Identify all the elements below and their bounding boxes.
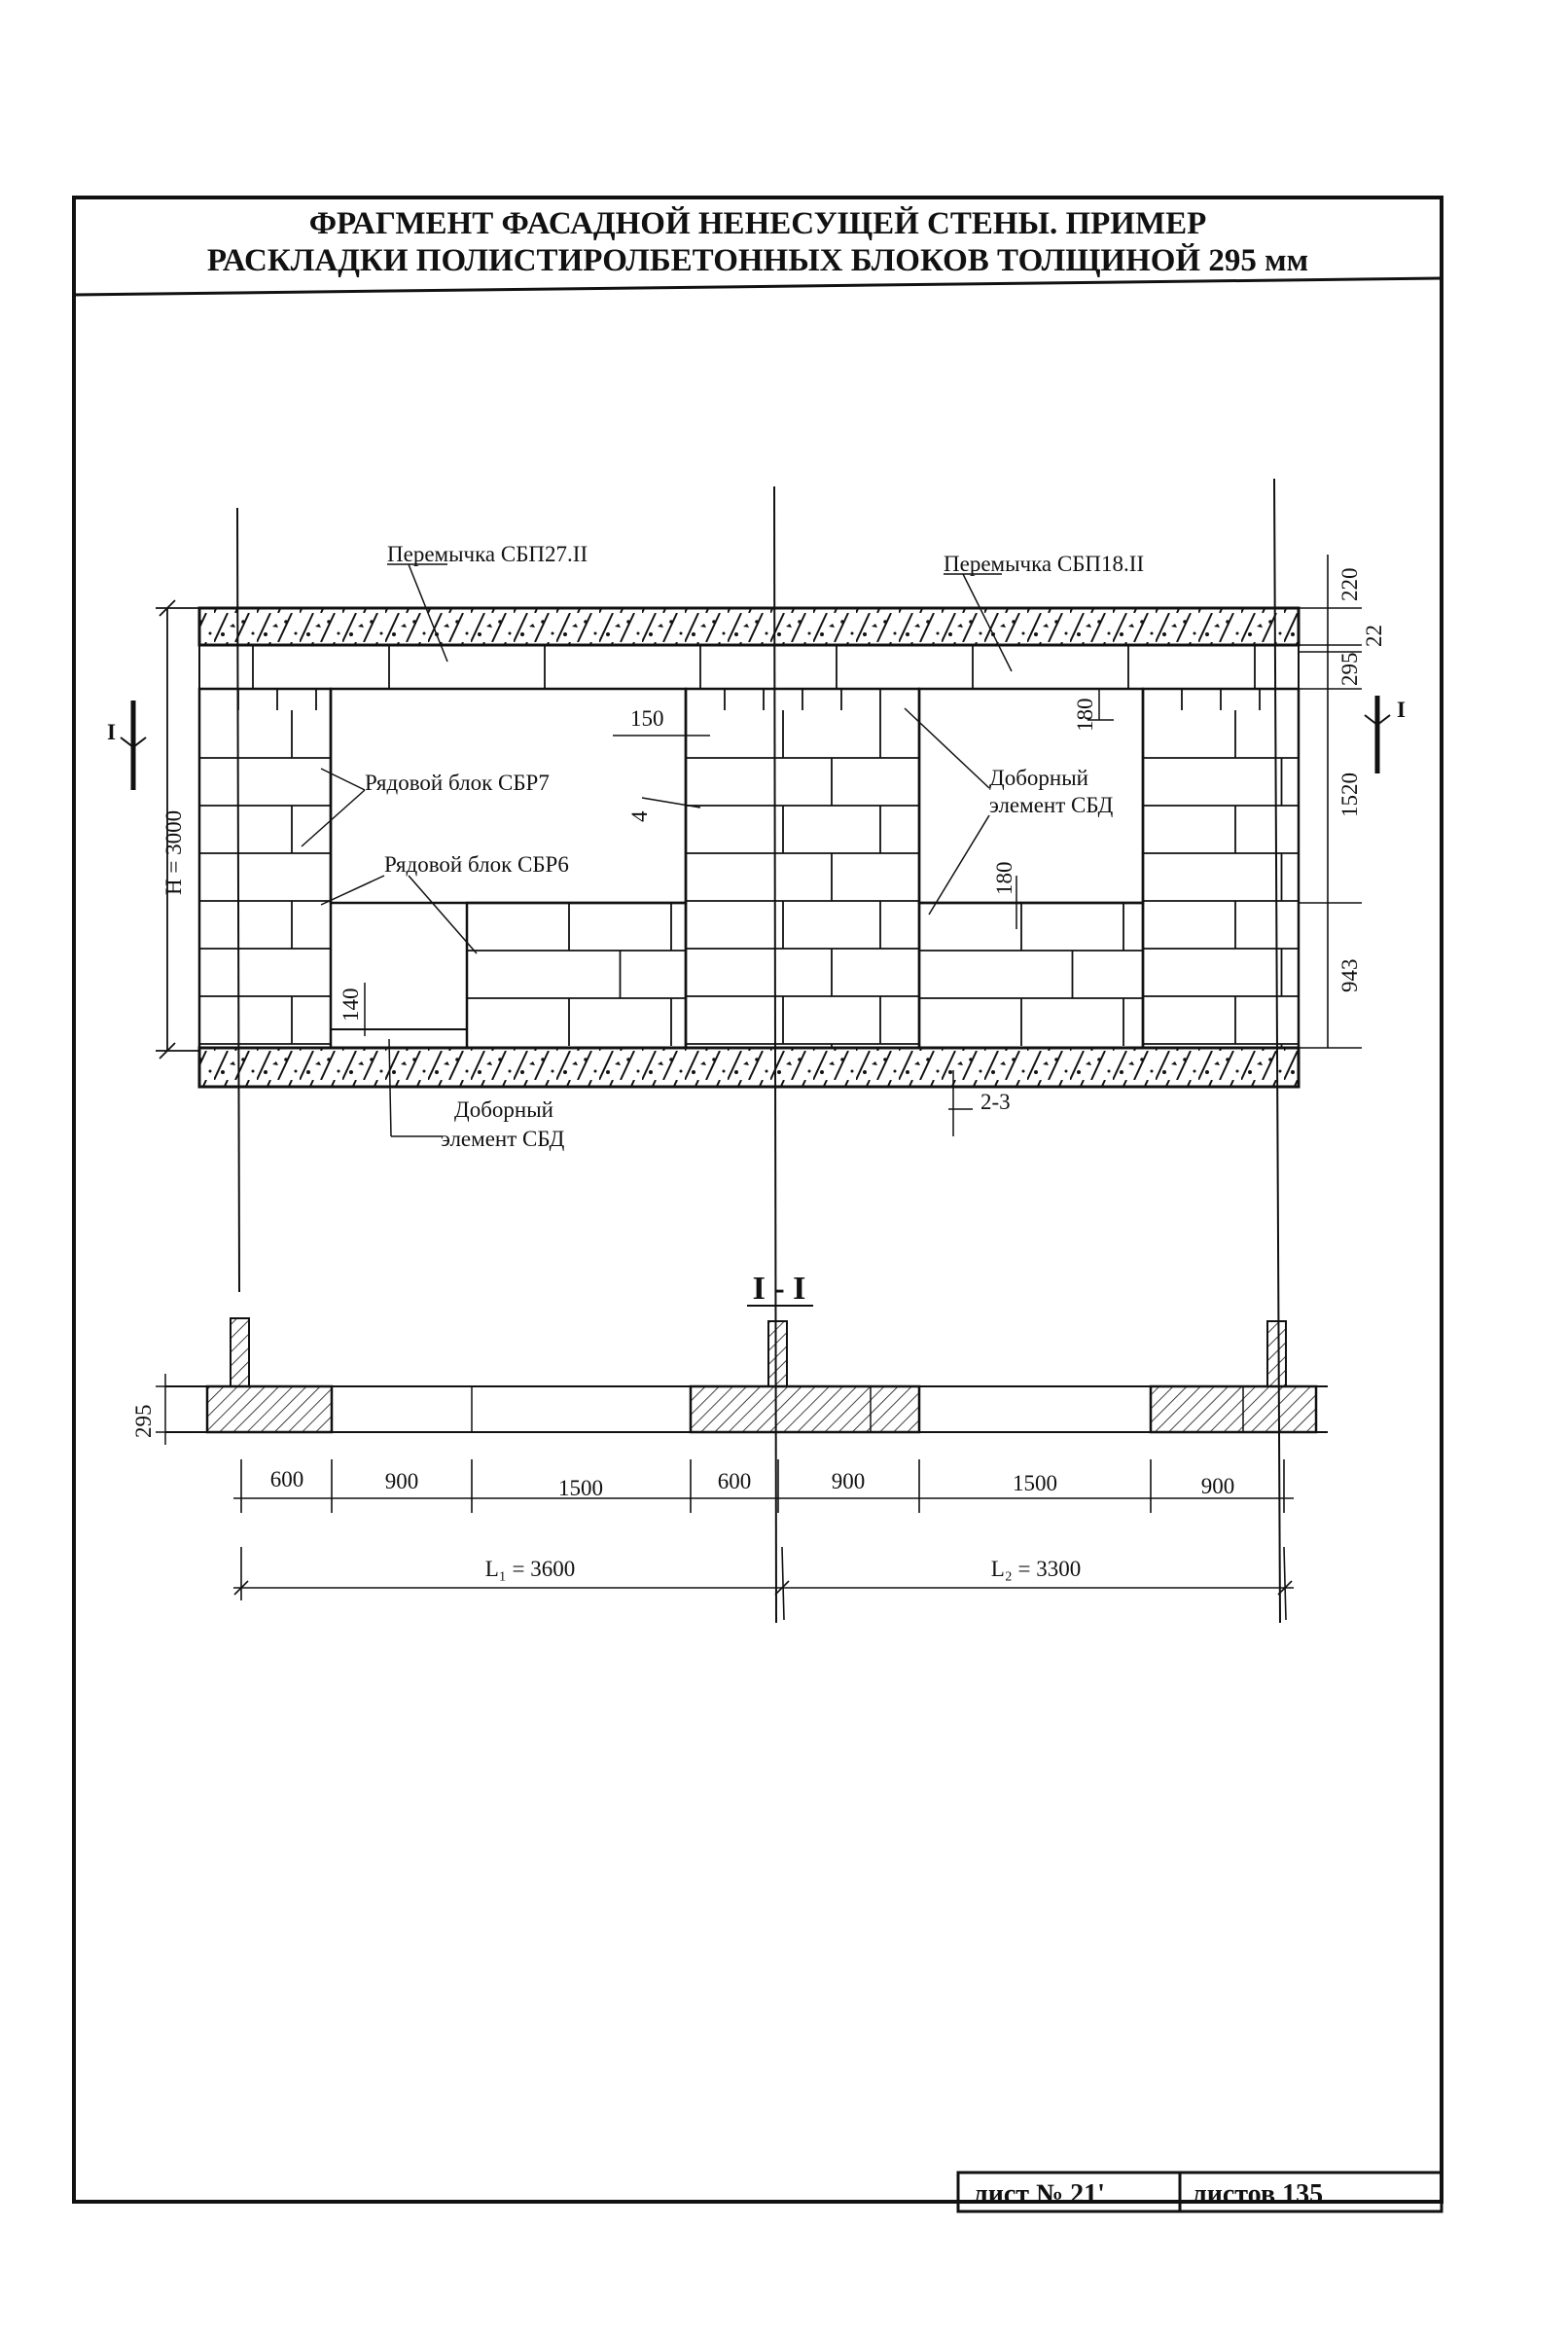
label-extra-top-2: элемент СБД [989,793,1114,817]
label-row-block-6: Рядовой блок СБР6 [384,852,569,877]
segment-label-2: 900 [385,1469,419,1493]
wall-segment-pier-3 [1149,1384,1318,1434]
label-extra-bottom-2: элемент СБД [441,1127,565,1151]
column-2 [767,1320,788,1387]
title-line-1: ФРАГМЕНТ ФАСАДНОЙ НЕНЕСУЩЕЙ СТЕНЫ. ПРИМЕ… [309,205,1207,241]
dim-220: 220 [1337,568,1362,602]
span-2-label: L₂ = 3300 [991,1557,1082,1581]
dim-22: 22 [1362,625,1386,647]
segment-label-5: 900 [832,1469,866,1493]
section-title: I - I [753,1271,806,1307]
segment-label-3: 1500 [558,1476,603,1500]
sheet-stamp [956,2171,1443,2213]
right-window-opening [917,687,1145,905]
column-3 [1266,1320,1287,1387]
segment-labels: 600 900 1500 600 900 1500 900 [270,1467,1235,1500]
section-mark-left-label: I [107,720,116,744]
sheet-number: лист № 21' [973,2179,1105,2209]
section-mark-right [1364,696,1391,773]
section-mark-right-label: I [1397,698,1406,722]
dim-1520: 1520 [1337,772,1362,817]
middle-pier [684,687,921,1050]
lower-wall-right [917,901,1145,1050]
top-lintel-band [197,606,1301,647]
label-extra-top-1: Доборный [989,766,1088,790]
sheet-frame [72,196,1443,2204]
label-extra-bottom-1: Доборный [454,1097,553,1122]
block-courses [199,645,1299,1048]
wall-segment-pier-2 [689,1384,921,1434]
section-thickness-label: 295 [131,1405,156,1439]
segment-label-1: 600 [270,1467,304,1491]
dim-180-top: 180 [1073,699,1097,733]
segment-label-6: 1500 [1013,1471,1057,1495]
dim-943: 943 [1337,959,1362,993]
span-dimension-line [233,1546,1294,1621]
segment-label-4: 600 [718,1469,752,1493]
label-lintel-left: Перемычка СБП27.II [387,542,588,566]
dim-4: 4 [627,810,652,822]
wall-segment-pier-1 [205,1384,334,1434]
height-label: H = 3000 [161,810,186,895]
cut-mark-2-3: 2-3 [980,1090,1011,1114]
column-1 [230,1317,250,1387]
title-divider [73,276,1443,297]
height-dimension [156,599,199,1060]
span-1-label: L₁ = 3600 [485,1557,576,1581]
section-thickness-dim [156,1374,195,1445]
segment-label-7: 900 [1201,1474,1235,1498]
wall-elevation [197,478,1301,1624]
internal-dims [364,688,1114,1136]
dim-140: 140 [339,988,363,1023]
segment-dimension-line [233,1459,1294,1513]
section-mark-left [120,700,147,790]
label-row-block-7: Рядовой блок СБР7 [365,771,550,795]
dim-295: 295 [1337,653,1362,687]
sheets-total: листов 135 [1192,2179,1323,2209]
lintel-row [198,644,1300,690]
elevation-labels: Перемычка СБП27.II Перемычка СБП18.II Ря… [301,542,1144,1151]
left-window-opening [329,687,688,905]
label-lintel-right: Перемычка СБП18.II [944,552,1144,576]
bottom-foundation-band [197,1046,1301,1089]
section-plan [165,1317,1328,1434]
dim-180-mid: 180 [992,862,1016,896]
right-dimension-chain [1299,555,1362,1049]
lower-wall-left [465,901,688,1050]
left-opening-sill [330,1028,468,1049]
dim-150: 150 [630,706,664,731]
left-pier [197,687,333,1050]
title-line-2: РАСКЛАДКИ ПОЛИСТИРОЛБЕТОННЫХ БЛОКОВ ТОЛЩ… [207,242,1308,278]
